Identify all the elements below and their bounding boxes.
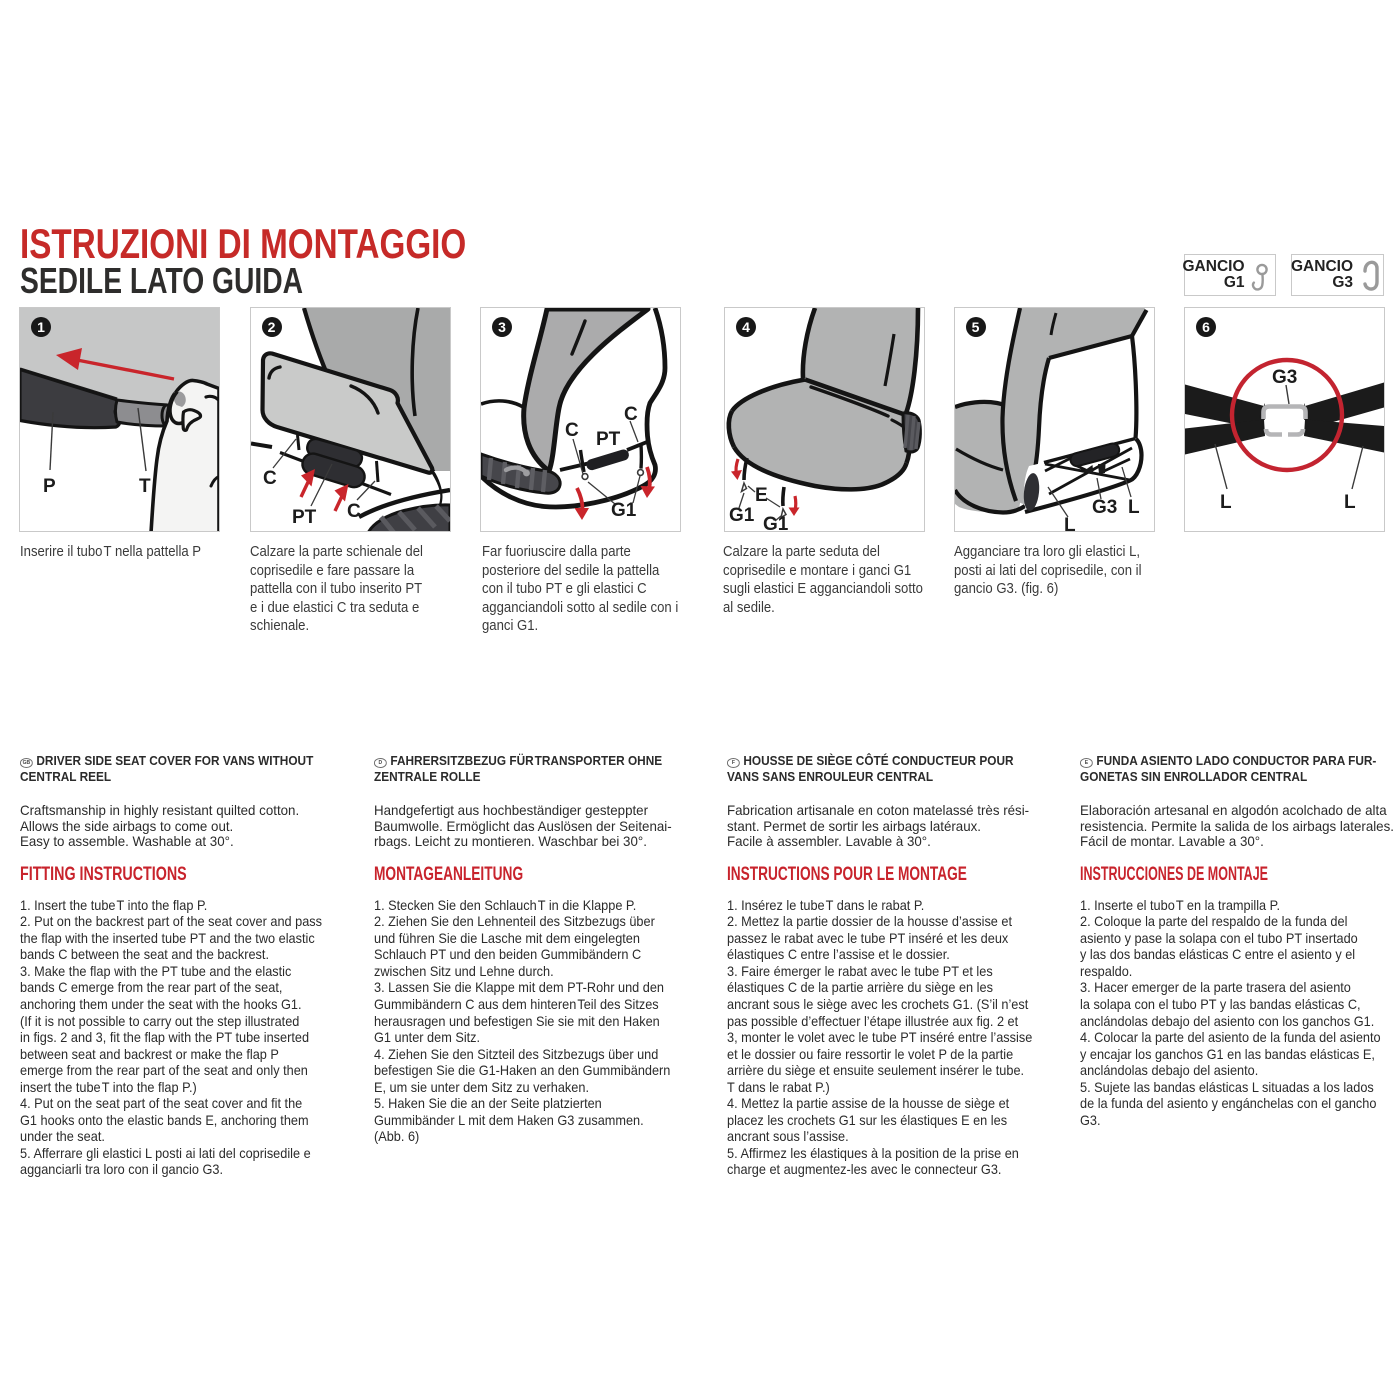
- svg-text:G1: G1: [611, 500, 637, 521]
- svg-text:C: C: [347, 501, 361, 522]
- svg-text:C: C: [624, 404, 638, 425]
- svg-text:G1: G1: [729, 505, 755, 526]
- svg-text:P: P: [43, 476, 56, 497]
- svg-text:L: L: [1128, 497, 1140, 518]
- svg-text:PT: PT: [596, 429, 621, 450]
- svg-text:L: L: [1064, 515, 1076, 531]
- svg-text:C: C: [263, 468, 277, 489]
- svg-text:G3: G3: [1272, 367, 1297, 388]
- svg-text:PT: PT: [292, 507, 317, 528]
- svg-text:T: T: [139, 476, 151, 497]
- svg-text:E: E: [755, 485, 768, 506]
- svg-text:C: C: [565, 420, 579, 441]
- svg-text:G3: G3: [1092, 497, 1117, 518]
- svg-text:L: L: [1344, 492, 1356, 513]
- svg-text:G1: G1: [763, 514, 789, 531]
- svg-text:L: L: [1220, 492, 1232, 513]
